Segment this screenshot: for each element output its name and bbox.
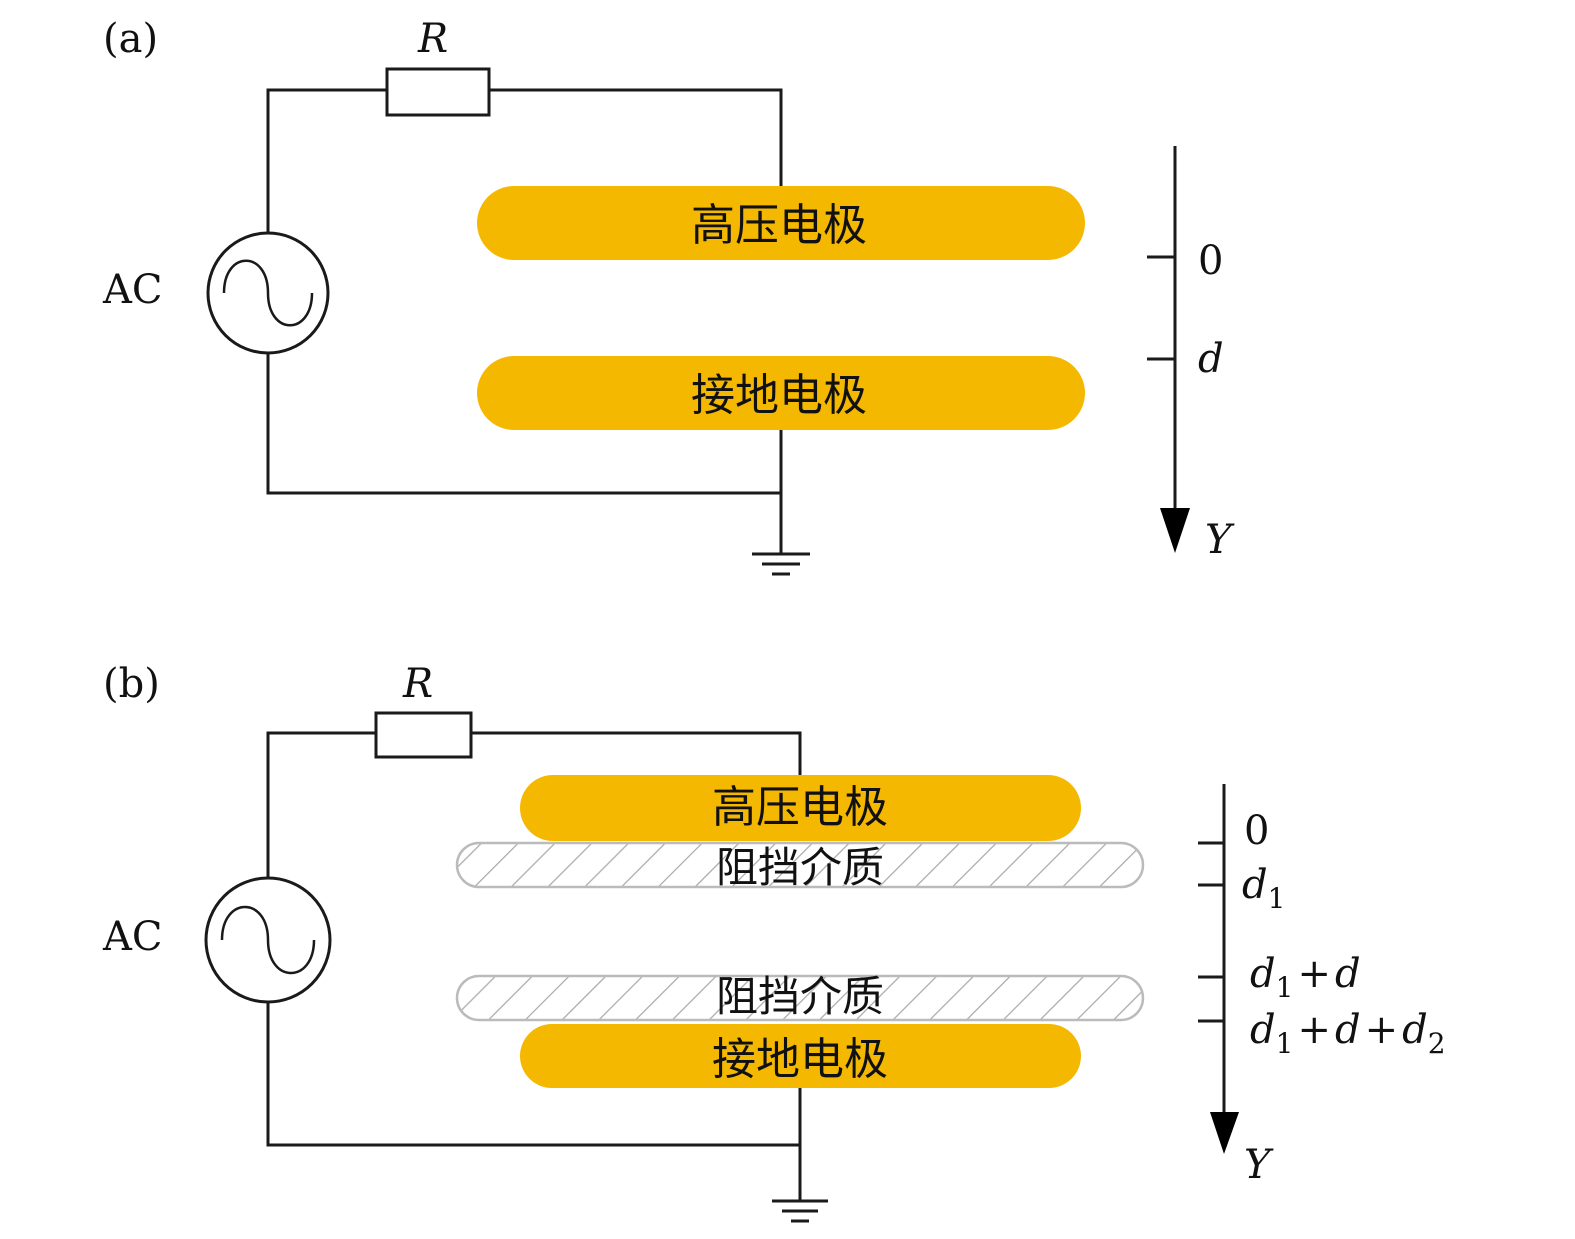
wire-a-top-right — [487, 88, 783, 188]
panel-b-tag: (b) — [103, 661, 160, 707]
high-voltage-electrode-a — [477, 186, 1085, 260]
y-tick-label-b-d1-plus-d-plus-d2: d1+d+d2 — [1250, 1007, 1446, 1060]
y-axis-a-label: Y — [1205, 517, 1235, 563]
sine-wave-icon — [220, 905, 316, 975]
y-axis-a-arrow-icon — [1160, 508, 1190, 553]
wire-b-top-left — [266, 731, 378, 881]
panel-b: (b) R AC 高压电极 阻挡介质 阻挡介质 接地电极 — [102, 661, 1446, 1223]
ac-label-a: AC — [102, 267, 163, 313]
wire-a-top-left — [266, 88, 389, 234]
high-voltage-electrode-a-label: 高压电极 — [691, 200, 867, 251]
wire-b-bottom — [266, 1000, 802, 1147]
dielectric-barrier-top-label: 阻挡介质 — [716, 843, 884, 892]
resistor-b — [374, 711, 473, 759]
y-tick-label-b-0: 0 — [1244, 808, 1269, 854]
resistor-a — [385, 67, 491, 117]
panel-a: (a) R AC 高压电极 接地电极 0 d Y — [102, 16, 1235, 576]
wire-a-bottom — [266, 352, 783, 495]
y-axis-b-arrow-icon — [1210, 1112, 1239, 1154]
ground-icon — [752, 552, 810, 576]
dielectric-barrier-top — [455, 841, 1145, 889]
ground-electrode-a-label: 接地电极 — [691, 370, 867, 421]
ac-label-b: AC — [102, 914, 163, 960]
y-tick-label-a-d: d — [1198, 336, 1224, 382]
resistor-b-label: R — [402, 661, 433, 707]
y-tick-label-b-d1: d1 — [1242, 862, 1285, 915]
high-voltage-electrode-b-label: 高压电极 — [712, 782, 888, 833]
y-tick-label-b-d1-plus-d: d1+d — [1250, 951, 1361, 1004]
resistor-a-label: R — [417, 16, 448, 62]
ground-electrode-b — [520, 1024, 1081, 1088]
y-tick-label-a-0: 0 — [1198, 238, 1223, 284]
sine-wave-icon — [222, 259, 314, 327]
wire-b-top-right — [469, 731, 802, 777]
dielectric-barrier-bottom — [455, 974, 1145, 1022]
dielectric-barrier-bottom-label: 阻挡介质 — [716, 972, 884, 1021]
panel-a-tag: (a) — [103, 16, 158, 62]
ground-electrode-b-label: 接地电极 — [712, 1034, 888, 1085]
high-voltage-electrode-b — [520, 775, 1081, 841]
y-axis-b-label: Y — [1244, 1142, 1274, 1188]
ground-electrode-a — [477, 356, 1085, 430]
ground-icon — [772, 1199, 828, 1223]
